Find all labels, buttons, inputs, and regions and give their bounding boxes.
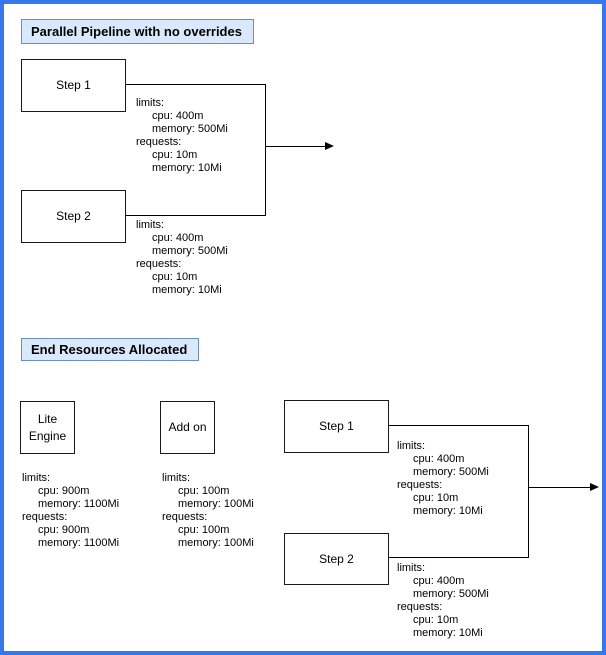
- lite-engine-label-line1: Lite: [37, 411, 58, 426]
- resource-line: requests:: [397, 479, 443, 491]
- parallel-step1-box: Step 1: [21, 59, 126, 112]
- resource-line: requests:: [162, 511, 208, 523]
- parallel-merge-vertical-line: [265, 84, 267, 216]
- resource-line: requests:: [136, 258, 182, 270]
- section-title-parallel-pipeline: Parallel Pipeline with no overrides: [21, 19, 254, 44]
- end-output-arrowhead-icon: [590, 483, 599, 492]
- section-title-end-resources: End Resources Allocated: [21, 338, 199, 361]
- resource-line: cpu: 400m: [413, 453, 465, 465]
- addon-label: Add on: [168, 420, 207, 434]
- resource-line: cpu: 100m: [178, 524, 230, 536]
- end-step2-box: Step 2: [284, 533, 389, 585]
- resource-line: requests:: [136, 136, 182, 148]
- end-step1-box: Step 1: [284, 400, 389, 453]
- end-output-arrow-line: [529, 487, 591, 489]
- addon-box: Add on: [160, 401, 215, 454]
- resource-line: cpu: 10m: [413, 492, 459, 504]
- resource-line: limits:: [397, 440, 426, 452]
- resource-line: requests:: [22, 511, 68, 523]
- resource-line: memory: 500Mi: [152, 123, 228, 135]
- resource-line: limits:: [136, 97, 165, 109]
- resource-line: memory: 100Mi: [178, 537, 254, 549]
- resource-line: memory: 10Mi: [152, 162, 222, 174]
- resource-line: requests:: [397, 601, 443, 613]
- end-step2-resources: limits: cpu: 400m memory: 500Mi requests…: [397, 562, 489, 640]
- lite-engine-label-line2: Engine: [28, 428, 67, 443]
- resource-line: limits:: [397, 562, 426, 574]
- resource-line: memory: 500Mi: [413, 466, 489, 478]
- end-merge-vertical-line: [528, 425, 530, 558]
- connector-parallel-step2-merge: [126, 215, 266, 217]
- parallel-step2-box: Step 2: [21, 190, 126, 243]
- end-step2-label: Step 2: [319, 551, 354, 566]
- parallel-output-arrowhead-icon: [325, 142, 334, 151]
- lite-engine-resources: limits: cpu: 900m memory: 1100Mi request…: [22, 472, 119, 550]
- resource-line: memory: 10Mi: [413, 627, 483, 639]
- resource-line: cpu: 900m: [38, 485, 90, 497]
- parallel-step2-resources: limits: cpu: 400m memory: 500Mi requests…: [136, 219, 228, 297]
- end-step1-label: Step 1: [319, 419, 354, 433]
- parallel-step1-resources: limits: cpu: 400m memory: 500Mi requests…: [136, 97, 228, 175]
- resource-line: cpu: 10m: [152, 149, 198, 161]
- addon-resources: limits: cpu: 100m memory: 100Mi requests…: [162, 472, 254, 550]
- resource-line: limits:: [162, 472, 191, 484]
- resource-line: memory: 500Mi: [152, 245, 228, 257]
- resource-line: cpu: 400m: [152, 232, 204, 244]
- resource-line: memory: 1100Mi: [38, 537, 120, 549]
- resource-line: cpu: 10m: [152, 271, 198, 283]
- connector-end-step1-merge: [388, 425, 529, 427]
- lite-engine-box: Lite Engine: [20, 401, 75, 454]
- parallel-step2-label: Step 2: [56, 209, 91, 223]
- parallel-output-arrow-line: [266, 146, 326, 148]
- connector-end-step2-merge: [388, 557, 529, 559]
- resource-line: cpu: 900m: [38, 524, 90, 536]
- resource-line: cpu: 400m: [413, 575, 465, 587]
- end-step1-resources: limits: cpu: 400m memory: 500Mi requests…: [397, 440, 489, 518]
- resource-line: cpu: 10m: [413, 614, 459, 626]
- resource-line: limits:: [136, 219, 165, 231]
- resource-line: memory: 500Mi: [413, 588, 489, 600]
- resource-line: memory: 10Mi: [152, 284, 222, 296]
- connector-parallel-step1-merge: [126, 84, 266, 86]
- resource-line: memory: 10Mi: [413, 505, 483, 517]
- resource-line: cpu: 100m: [178, 485, 230, 497]
- resource-line: memory: 1100Mi: [38, 498, 120, 510]
- parallel-step1-label: Step 1: [56, 78, 91, 92]
- resource-line: limits:: [22, 472, 51, 484]
- resource-line: memory: 100Mi: [178, 498, 254, 510]
- resource-line: cpu: 400m: [152, 110, 204, 122]
